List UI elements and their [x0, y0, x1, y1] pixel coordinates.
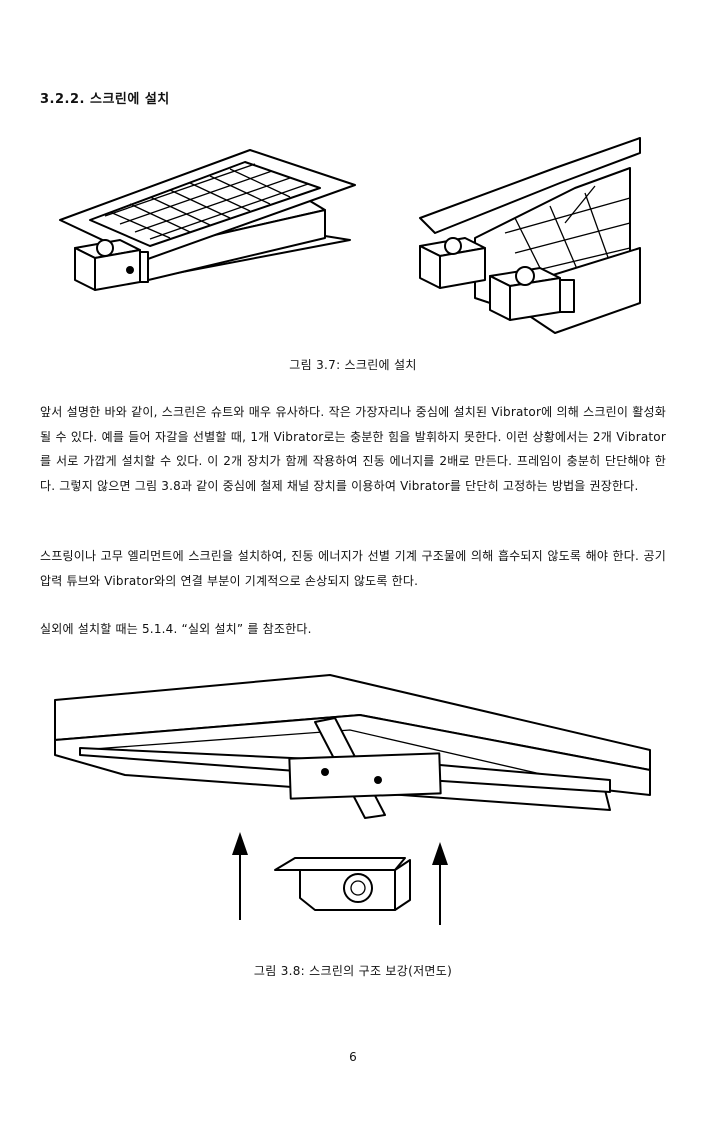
figure-3-7-left-drawing — [59, 149, 356, 291]
section-heading: 3.2.2. 스크린에 설치 — [40, 92, 170, 107]
body-paragraph-3: 실외에 설치할 때는 5.1.4. “실외 설치” 를 참조한다. — [40, 622, 312, 636]
figure-3-8-caption: 그림 3.8: 스크린의 구조 보강(저면도) — [253, 964, 453, 978]
page-number: 6 — [349, 1050, 357, 1064]
body-paragraph-1: 앞서 설명한 바와 같이, 스크린은 슈트와 매우 유사하다. 작은 가장자리나… — [40, 405, 666, 493]
body-paragraph-2: 스프링이나 고무 엘리먼트에 스크린을 설치하여, 진동 에너지가 선별 기계 … — [40, 549, 666, 588]
figure-3-8-drawing — [54, 674, 651, 925]
figure-3-7-caption: 그림 3.7: 스크린에 설치 — [289, 358, 417, 372]
figure-3-7-right-drawing — [419, 137, 641, 334]
